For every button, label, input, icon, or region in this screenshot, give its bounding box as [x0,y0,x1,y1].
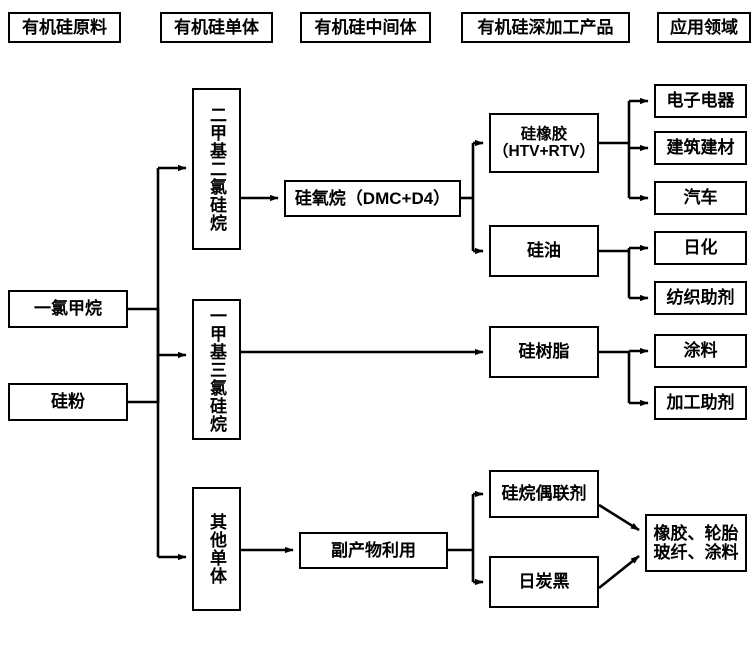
node-dimethyldichlorosilane: 二甲基二氯硅烷 [192,88,241,250]
node-methyltrichlorosilane-label: 一甲基三氯硅烷 [207,306,227,433]
node-dimethyldichlorosilane-label: 二甲基二氯硅烷 [207,106,227,232]
node-chloromethane: 一氯甲烷 [8,290,128,328]
node-silicone-resin: 硅树脂 [489,326,599,378]
node-silicone-rubber-label-line2: （HTV+RTV） [492,143,596,160]
node-electronics: 电子电器 [654,84,747,118]
node-rubber-tire-glassfiber-coating: 橡胶、轮胎 玻纤、涂料 [645,514,747,572]
header-intermediates: 有机硅中间体 [300,12,431,43]
node-byproduct-utilization: 副产物利用 [299,532,448,569]
node-silicon-powder: 硅粉 [8,383,128,421]
wire-raw-join [128,307,160,404]
node-textile-auxiliary: 纺织助剂 [654,281,747,315]
node-carbon-black: 日炭黑 [489,556,599,608]
node-automotive: 汽车 [654,181,747,215]
node-silicone-rubber: 硅橡胶 （HTV+RTV） [489,113,599,173]
header-deep-processed-products: 有机硅深加工产品 [461,12,630,43]
node-other-monomers: 其他单体 [192,487,241,611]
header-applications: 应用领域 [657,12,751,43]
header-monomers: 有机硅单体 [160,12,273,43]
node-coatings: 涂料 [654,334,747,368]
node-siloxane: 硅氧烷（DMC+D4） [284,180,461,217]
node-rubber-tire-label-line1: 橡胶、轮胎 [653,523,739,543]
node-construction: 建筑建材 [654,131,747,165]
node-daily-chemical: 日化 [654,231,747,265]
header-raw-materials: 有机硅原料 [8,12,121,43]
node-silane-coupling-agent: 硅烷偶联剂 [489,470,599,518]
node-processing-aids: 加工助剂 [654,386,747,420]
node-silicone-oil: 硅油 [489,225,599,277]
node-other-monomers-label: 其他单体 [207,513,227,585]
node-rubber-tire-label-line2: 玻纤、涂料 [653,543,739,562]
wire-silane-to-rubbertire [598,503,640,532]
wire-carbonblack-to-rubbertire [598,554,640,590]
node-silicone-rubber-label-line1: 硅橡胶 [520,125,568,143]
node-methyltrichlorosilane: 一甲基三氯硅烷 [192,299,241,440]
